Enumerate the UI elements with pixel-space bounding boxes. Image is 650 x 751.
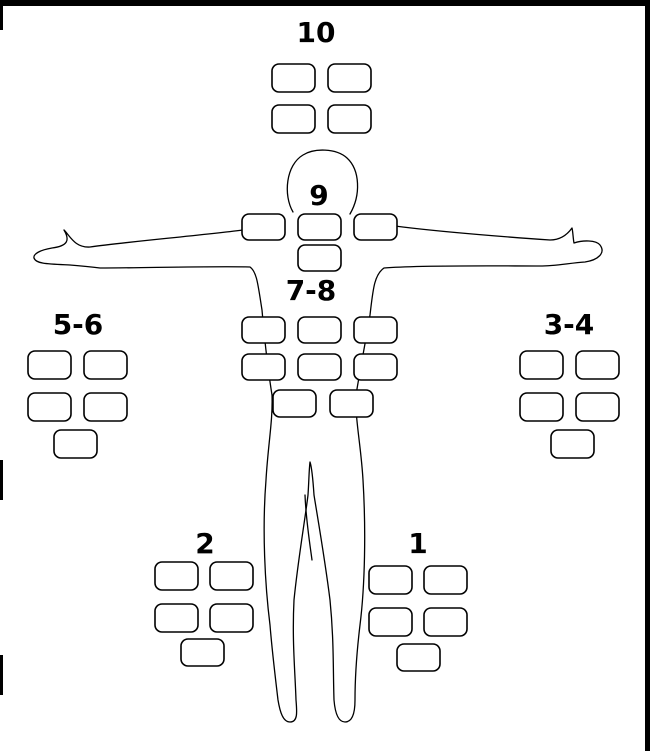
pad-g1-4 xyxy=(423,607,468,637)
pad-g9-2 xyxy=(297,213,342,241)
pad-g1-1 xyxy=(368,565,413,595)
pad-g10-2 xyxy=(327,63,372,93)
pad-g78-6 xyxy=(353,353,398,381)
pad-g34-5 xyxy=(550,429,595,459)
body-silhouette xyxy=(33,225,603,723)
group-label-10: 10 xyxy=(297,16,336,49)
pad-g1-5 xyxy=(396,643,441,672)
pad-g78-4 xyxy=(241,353,286,381)
pad-g34-4 xyxy=(575,392,620,422)
pad-g56-2 xyxy=(83,350,128,380)
electrode-pads xyxy=(27,63,620,672)
inner-leg-line xyxy=(304,494,313,561)
group-label-3-4: 3-4 xyxy=(544,308,595,341)
pad-g10-1 xyxy=(271,63,316,93)
pad-g78-8 xyxy=(329,389,374,418)
pad-g56-3 xyxy=(27,392,72,422)
pad-g10-3 xyxy=(271,104,316,134)
pad-g34-1 xyxy=(519,350,564,380)
pad-g56-4 xyxy=(83,392,128,422)
pad-g1-3 xyxy=(368,607,413,637)
pad-g9-4 xyxy=(297,244,342,272)
pad-g2-3 xyxy=(154,603,199,633)
pad-g1-2 xyxy=(423,565,468,595)
frame-left-segment xyxy=(0,655,3,695)
group-labels: 10 9 7-8 5-6 3-4 2 1 xyxy=(53,16,595,560)
group-label-1: 1 xyxy=(408,527,427,560)
group-label-2: 2 xyxy=(195,527,214,560)
group-label-7-8: 7-8 xyxy=(286,274,337,307)
group-label-5-6: 5-6 xyxy=(53,308,104,341)
pad-g34-3 xyxy=(519,392,564,422)
pad-g2-1 xyxy=(154,561,199,591)
frame-right-border xyxy=(645,0,650,751)
frame-left-segment xyxy=(0,0,3,30)
pad-g56-1 xyxy=(27,350,72,380)
pad-g78-5 xyxy=(297,353,342,381)
frame-left-segment xyxy=(0,460,3,500)
frame-top-border xyxy=(0,0,650,6)
pad-g78-7 xyxy=(272,389,317,418)
head-outline xyxy=(286,149,359,215)
pad-g78-1 xyxy=(241,316,286,344)
pad-g9-3 xyxy=(353,213,398,241)
pad-g2-4 xyxy=(209,603,254,633)
pad-g2-2 xyxy=(209,561,254,591)
pad-g56-5 xyxy=(53,429,98,459)
pad-g78-3 xyxy=(353,316,398,344)
pad-g10-4 xyxy=(327,104,372,134)
pad-g9-1 xyxy=(241,213,286,241)
pad-g2-5 xyxy=(180,638,225,667)
pad-g34-2 xyxy=(575,350,620,380)
human-figure-outline xyxy=(33,149,603,723)
pad-g78-2 xyxy=(297,316,342,344)
group-label-9: 9 xyxy=(309,179,328,212)
